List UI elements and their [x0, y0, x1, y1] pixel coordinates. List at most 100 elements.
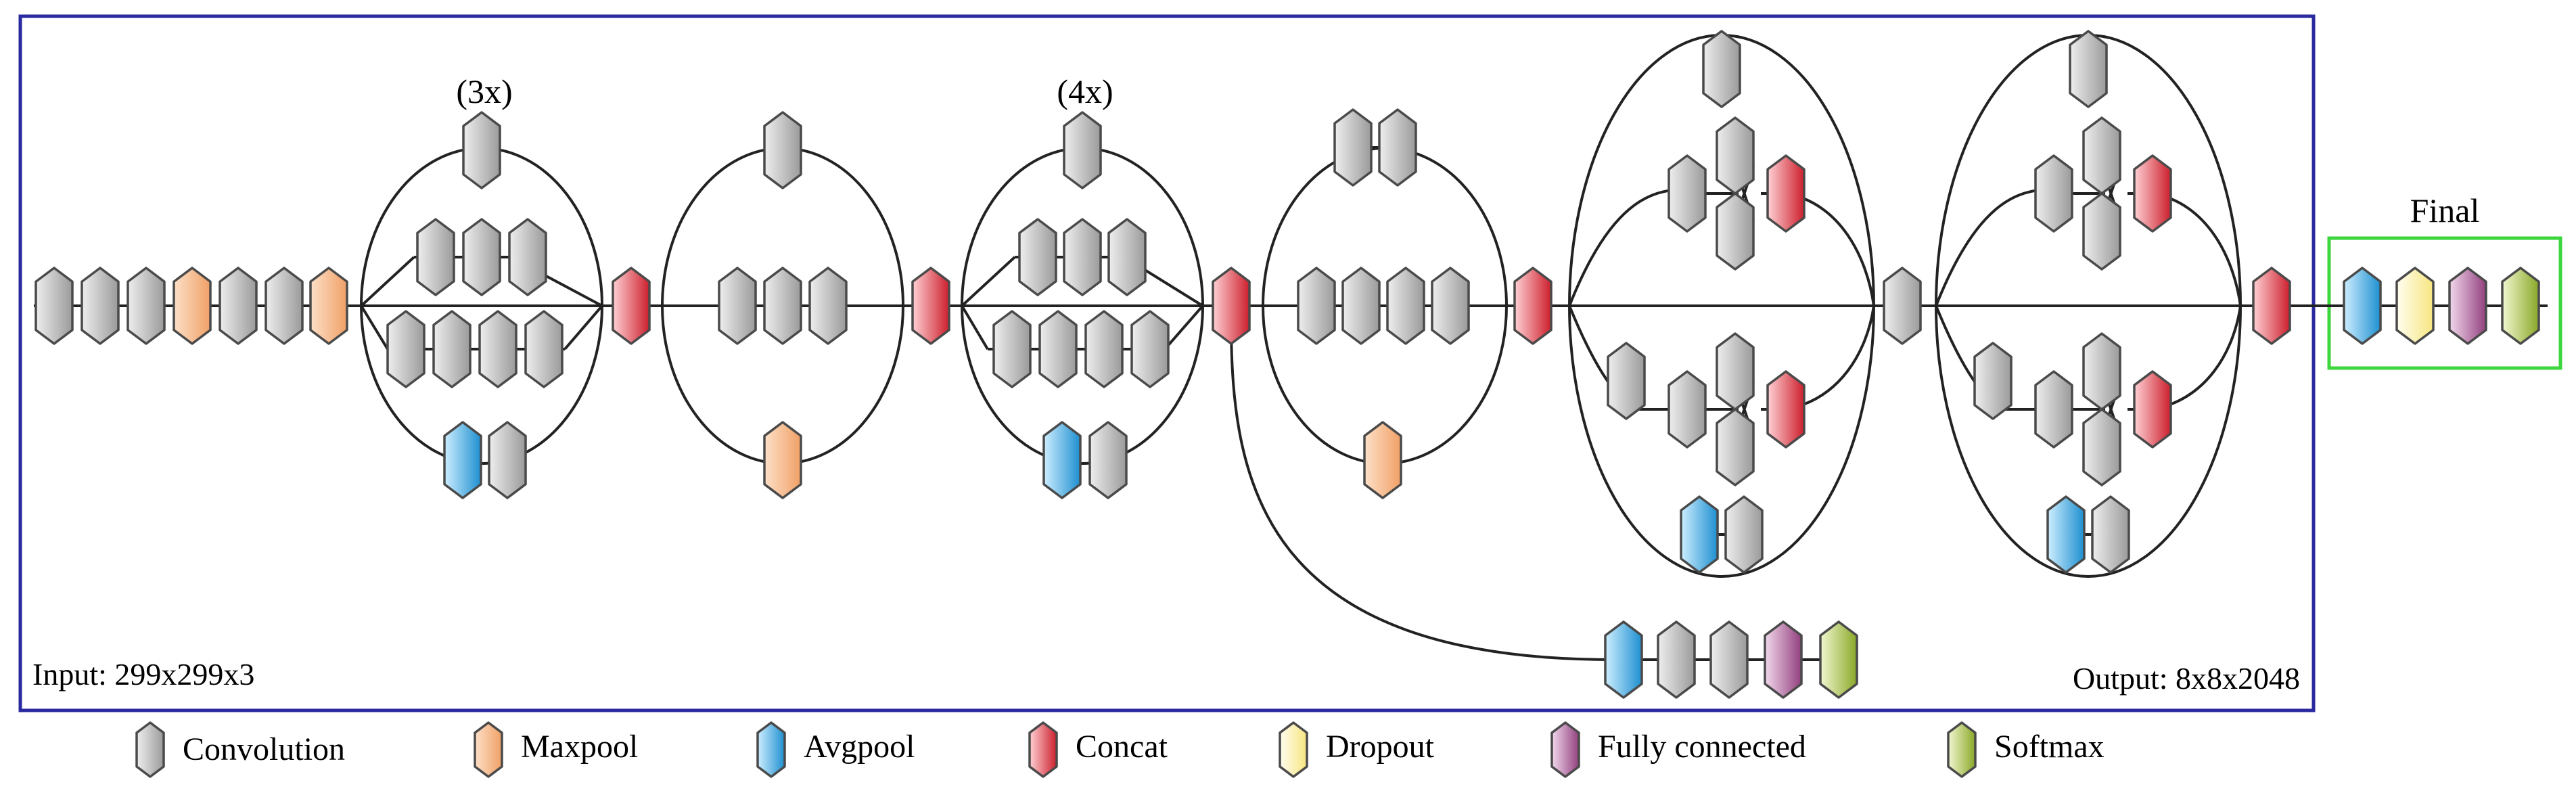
convolution-node	[2034, 370, 2073, 449]
convolution-node	[1883, 267, 1922, 345]
fully-connected-legend-shape	[1550, 721, 1580, 778]
avgpool-node	[2046, 495, 2086, 574]
legend-label-fc: Fully connected	[1598, 729, 1806, 765]
repeat-4x-label: (4x)	[1057, 72, 1113, 110]
convolution-node	[462, 218, 501, 296]
fully-connected-node	[2448, 267, 2487, 345]
convolution-node	[992, 310, 1032, 388]
legend-label-conv: Convolution	[183, 731, 345, 767]
dropout-legend-shape	[1279, 721, 1308, 778]
convolution-node	[763, 267, 802, 345]
convolution-node	[508, 218, 547, 296]
maxpool-node	[309, 267, 348, 345]
final-label: Final	[2410, 191, 2480, 229]
avgpool-icon	[756, 721, 786, 778]
maxpool-node	[1363, 421, 1402, 499]
convolution-node	[1297, 267, 1336, 345]
legend-item-concat: Concat	[1028, 721, 1168, 778]
maxpool-node	[763, 421, 802, 499]
convolution-node	[1130, 310, 1170, 388]
fully-connected-icon	[1550, 721, 1580, 778]
avgpool-node	[1680, 495, 1719, 574]
convolution-node	[808, 267, 848, 345]
concat-node	[612, 267, 651, 345]
convolution-node	[127, 267, 166, 345]
softmax-node	[1819, 620, 1858, 699]
convolution-node	[1084, 310, 1124, 388]
dropout-node	[2395, 267, 2435, 345]
convolution-node	[1038, 310, 1078, 388]
softmax-node	[2501, 267, 2540, 345]
concat-node	[1766, 154, 1806, 233]
avgpool-legend-shape	[756, 721, 786, 778]
maxpool-legend-shape	[474, 721, 503, 778]
convolution-node	[1607, 342, 1646, 420]
legend-label-maxpool: Maxpool	[521, 729, 638, 765]
convolution-icon	[135, 721, 165, 778]
concat-node	[1212, 267, 1251, 345]
convolution-node	[1341, 267, 1381, 345]
legend-item-avgpool: Avgpool	[756, 721, 915, 778]
output-size-label: Output: 8x8x2048	[2073, 661, 2300, 696]
convolution-node	[1378, 108, 1417, 187]
avgpool-node	[2343, 267, 2382, 345]
convolution-node	[2069, 30, 2108, 108]
convolution-node	[1716, 116, 1755, 195]
repeat-3x-label: (3x)	[456, 72, 512, 110]
softmax-icon	[1947, 721, 1977, 778]
legend-item-softmax: Softmax	[1947, 721, 2104, 778]
convolution-node	[2082, 116, 2121, 195]
dropout-icon	[1279, 721, 1308, 778]
concat-node	[2133, 154, 2172, 233]
convolution-node	[718, 267, 757, 345]
legend-label-concat: Concat	[1076, 729, 1168, 765]
convolution-node	[524, 310, 564, 388]
legend-label-avgpool: Avgpool	[804, 729, 915, 765]
convolution-node	[1333, 108, 1373, 187]
concat-node	[911, 267, 950, 345]
convolution-node	[1386, 267, 1425, 345]
convolution-node	[2082, 332, 2121, 411]
convolution-node	[34, 267, 74, 345]
legend-item-conv: Convolution	[135, 721, 345, 778]
legend-item-dropout: Dropout	[1279, 721, 1435, 778]
layer-nodes	[34, 30, 2540, 699]
softmax-legend-shape	[1947, 721, 1977, 778]
convolution-node	[763, 111, 802, 189]
convolution-node	[2034, 154, 2073, 233]
convolution-node	[1107, 218, 1147, 296]
concat-node	[1513, 267, 1552, 345]
legend-item-maxpool: Maxpool	[474, 721, 638, 778]
legend: Convolution Maxpool Avgpool Concat Dropo…	[135, 721, 2104, 778]
input-size-label: Input: 299x299x3	[32, 657, 254, 691]
concat-node	[1766, 370, 1806, 449]
convolution-node	[432, 310, 472, 388]
fully-connected-node	[1764, 620, 1803, 699]
convolution-node	[80, 267, 120, 345]
main-frame	[18, 14, 2316, 712]
avgpool-node	[443, 421, 482, 499]
concat-legend-shape	[1028, 721, 1058, 778]
convolution-node	[1724, 495, 1764, 574]
convolution-node	[478, 310, 518, 388]
concat-node	[2252, 267, 2291, 345]
convolution-node	[2082, 408, 2121, 486]
convolution-node	[1668, 154, 1707, 233]
convolution-node	[218, 267, 258, 345]
convolution-node	[1063, 111, 1102, 189]
maxpool-icon	[474, 721, 503, 778]
convolution-node	[2082, 192, 2121, 271]
legend-label-softmax: Softmax	[1994, 729, 2104, 765]
concat-icon	[1028, 721, 1058, 778]
convolution-node	[1709, 620, 1749, 699]
convolution-node	[264, 267, 304, 345]
legend-label-dropout: Dropout	[1326, 729, 1435, 765]
convolution-node	[1063, 218, 1102, 296]
final-frame	[2327, 236, 2562, 370]
convolution-node	[1431, 267, 1470, 345]
convolution-node	[1716, 192, 1755, 271]
convolution-node	[1657, 620, 1696, 699]
convolution-node	[1973, 342, 2013, 420]
convolution-node	[1088, 421, 1128, 499]
